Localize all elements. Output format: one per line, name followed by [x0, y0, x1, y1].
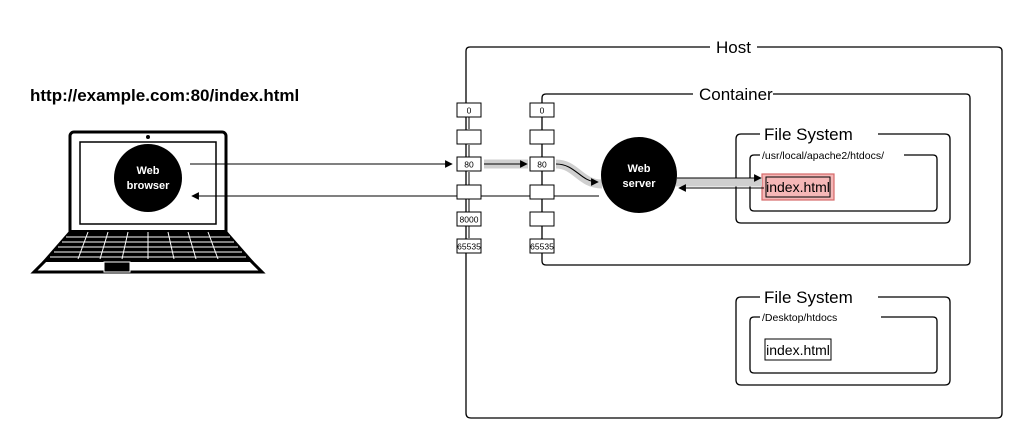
- host-box: Host: [465, 38, 1003, 419]
- host-port-slot-5: [456, 238, 482, 254]
- container-port-slot-2: [529, 156, 555, 172]
- container-port-slot-1: [529, 129, 555, 145]
- host-file-box: [764, 338, 832, 361]
- container-file-system: File System /usr/local/apache2/htdocs/ i…: [735, 125, 951, 224]
- container-box: Container: [541, 85, 971, 266]
- host-port-slot-2: [456, 156, 482, 172]
- host-file-system: File System /Desktop/htdocs index.html: [735, 288, 951, 386]
- host-port-column: 0 80 8000 65535: [456, 102, 482, 254]
- container-port-slot-5: [529, 238, 555, 254]
- host-port-label-0: 0: [467, 106, 472, 116]
- host-file-name: index.html: [766, 342, 830, 358]
- container-port-slot-0: [529, 102, 555, 118]
- container-port-label-5: 65535: [530, 242, 554, 252]
- arrow-port-to-server: [555, 163, 599, 186]
- container-port-label-2: 80: [537, 160, 547, 170]
- request-url: http://example.com:80/index.html: [30, 86, 299, 105]
- web-browser-label-line1: Web: [136, 165, 159, 177]
- web-server-label-line1: Web: [627, 163, 650, 175]
- host-label: Host: [716, 38, 751, 57]
- container-label: Container: [699, 85, 773, 104]
- web-browser-node: Web browser: [114, 144, 182, 212]
- host-fs-path: /Desktop/htdocs: [762, 312, 837, 324]
- web-browser-label-line2: browser: [127, 180, 171, 192]
- container-fs-path: /usr/local/apache2/htdocs/: [762, 150, 884, 162]
- container-file-box: [765, 176, 831, 198]
- container-port-slot-3: [529, 184, 555, 200]
- host-port-label-4: 8000: [460, 215, 479, 225]
- container-port-label-0: 0: [540, 106, 545, 116]
- container-port-slot-4: [529, 211, 555, 227]
- host-port-label-5: 65535: [457, 242, 481, 252]
- host-port-slot-3: [456, 184, 482, 200]
- container-file-name: index.html: [766, 179, 830, 195]
- web-server-node: Web server: [601, 137, 677, 213]
- host-port-slot-1: [456, 129, 482, 145]
- container-file-highlight: [761, 173, 835, 201]
- container-fs-label: File System: [764, 125, 853, 144]
- web-server-label-line2: server: [622, 178, 656, 190]
- host-port-label-2: 80: [464, 160, 474, 170]
- host-fs-label: File System: [764, 288, 853, 307]
- host-port-slot-4: [456, 211, 482, 227]
- host-port-slot-0: [456, 102, 482, 118]
- container-port-column: 0 80 65535: [529, 102, 555, 254]
